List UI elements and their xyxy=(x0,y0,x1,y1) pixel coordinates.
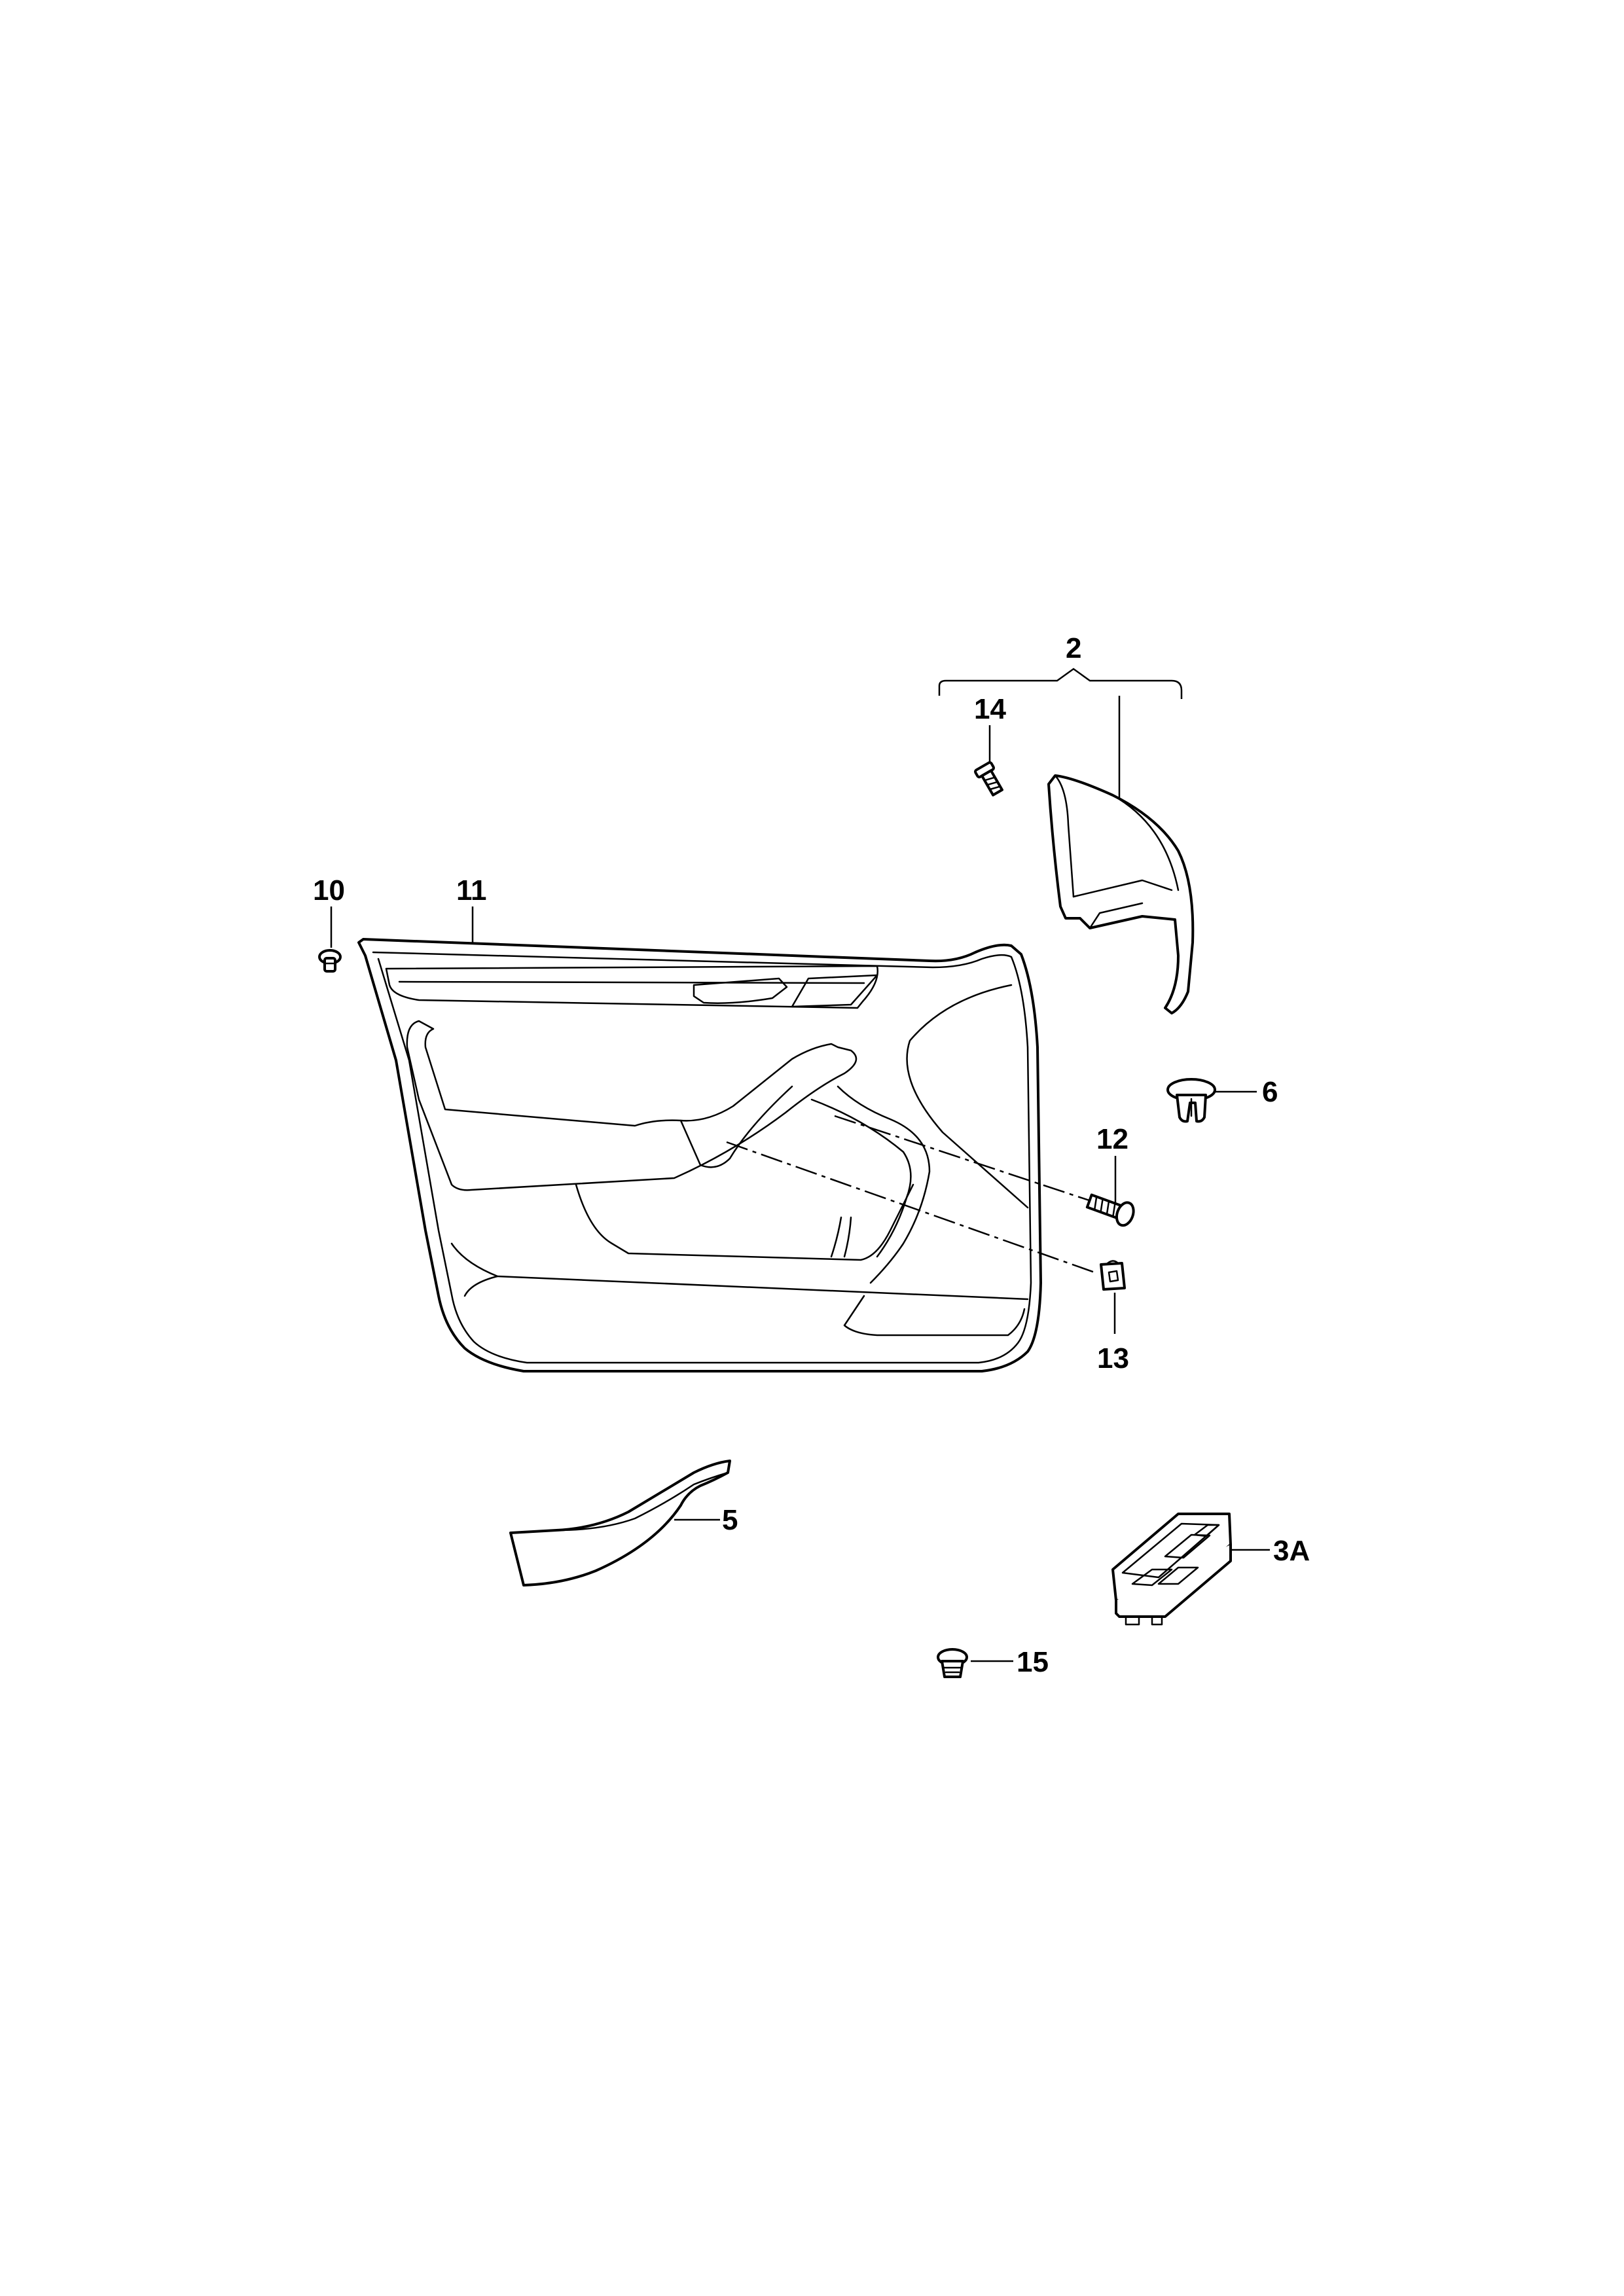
assembly-line-13 xyxy=(726,1141,1097,1274)
part-15-group: 15 xyxy=(937,1646,1049,1678)
callout-13: 13 xyxy=(1097,1342,1129,1374)
assembly-line-12 xyxy=(834,1115,1102,1206)
part-2-group: 2 xyxy=(938,632,1195,1014)
callout-14: 14 xyxy=(974,693,1006,725)
callout-11: 11 xyxy=(456,874,487,906)
part-5-group: 5 xyxy=(509,1460,738,1587)
clip-icon xyxy=(937,1648,968,1678)
bracket-leader xyxy=(938,668,1183,699)
part-12-group: 12 xyxy=(1085,1123,1135,1227)
callout-12: 12 xyxy=(1096,1123,1128,1155)
part-6-group: 6 xyxy=(1166,1076,1278,1123)
armrest-trim-icon xyxy=(509,1460,731,1587)
callout-2: 2 xyxy=(1066,632,1081,664)
callout-5: 5 xyxy=(722,1504,738,1536)
part-13-group: 13 xyxy=(1097,1260,1129,1374)
window-switch-icon xyxy=(1111,1513,1232,1626)
part-11-group: 11 xyxy=(357,874,1042,1372)
part-14-group: 14 xyxy=(973,693,1006,797)
push-pin-icon xyxy=(1166,1078,1216,1123)
callout-6: 6 xyxy=(1262,1076,1278,1108)
part-3a-group: 3A xyxy=(1111,1513,1310,1626)
callout-10: 10 xyxy=(313,874,345,906)
callout-3a: 3A xyxy=(1273,1535,1310,1567)
screw-icon xyxy=(1085,1193,1135,1227)
trim-panel-icon xyxy=(1047,774,1195,1014)
screw-icon xyxy=(973,761,1003,797)
callout-15: 15 xyxy=(1017,1646,1049,1678)
clip-icon xyxy=(318,949,342,973)
part-10-group: 10 xyxy=(313,874,345,973)
clip-nut-icon xyxy=(1100,1260,1126,1291)
door-panel-icon xyxy=(357,938,1042,1372)
